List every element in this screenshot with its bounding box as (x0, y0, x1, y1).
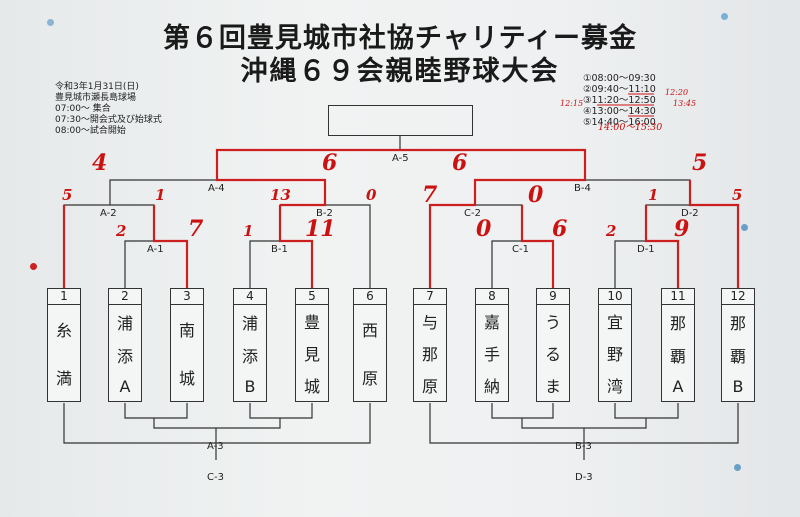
team-box-7: 7 与那原 (413, 288, 447, 402)
team-number: 10 (599, 289, 631, 305)
blue-pin-icon (734, 464, 741, 471)
score-a2-right: 1 (155, 186, 166, 204)
team-number: 4 (234, 289, 266, 305)
info-gather: 07:00〜 集合 (55, 104, 111, 114)
blue-pin-icon (721, 13, 728, 20)
score-a1-right: 7 (188, 216, 204, 242)
team-name: 豊見城 (303, 313, 320, 396)
note-right-4: 13:45 (673, 99, 697, 108)
info-opening: 07:30〜開会式及び始球式 (55, 115, 162, 125)
team-name: 糸満 (55, 321, 72, 388)
team-number: 5 (296, 289, 328, 305)
team-name: 西原 (361, 321, 378, 388)
info-date: 令和3年1月31日(日) (55, 82, 139, 92)
team-box-8: 8 嘉手納 (475, 288, 509, 402)
match-d1-label: D-1 (637, 244, 655, 255)
score-b4-left: 6 (452, 150, 468, 176)
team-number: 12 (722, 289, 754, 305)
team-number: 8 (476, 289, 508, 305)
score-a4-right: 6 (322, 150, 338, 176)
team-number: 1 (48, 289, 80, 305)
score-c2-right: 0 (528, 182, 544, 208)
info-start: 08:00〜試合開始 (55, 126, 126, 136)
team-box-6: 6 西原 (353, 288, 387, 402)
note-left: 12:15 (560, 99, 584, 108)
score-d2-right: 5 (732, 186, 743, 204)
match-d3-label: D-3 (575, 472, 593, 483)
team-number: 9 (537, 289, 569, 305)
match-d2-label: D-2 (681, 208, 699, 219)
score-b2-left: 13 (270, 186, 291, 204)
team-name: うるま (544, 313, 561, 396)
team-box-10: 10 宜野湾 (598, 288, 632, 402)
match-b1-label: B-1 (271, 244, 288, 255)
score-a1-left: 2 (116, 222, 127, 240)
match-c1-label: C-1 (512, 244, 529, 255)
blue-pin-icon (47, 19, 54, 26)
team-number: 3 (171, 289, 203, 305)
score-c1-left: 0 (476, 216, 492, 242)
team-name: 嘉手納 (483, 313, 500, 396)
team-box-3: 3 南城 (170, 288, 204, 402)
team-number: 6 (354, 289, 386, 305)
score-b1-left: 1 (243, 222, 254, 240)
schedule-5: ⑤14:40〜16:00 (583, 117, 656, 128)
match-a3-label: A-3 (207, 441, 224, 452)
score-d1-left: 2 (606, 222, 617, 240)
info-venue: 豊見城市瀬長島球場 (55, 93, 137, 103)
team-name: 与那原 (421, 313, 438, 396)
team-number: 2 (109, 289, 141, 305)
match-b4-label: B-4 (574, 183, 591, 194)
event-info: 令和3年1月31日(日) 豊見城市瀬長島球場 07:00〜 集合 07:30〜開… (55, 82, 162, 137)
match-a4-label: A-4 (208, 183, 225, 194)
match-b3-label: B-3 (575, 441, 592, 452)
match-a2-label: A-2 (100, 208, 117, 219)
score-a2-left: 5 (62, 186, 73, 204)
score-b2-right: 0 (366, 186, 377, 204)
match-c3-label: C-3 (207, 472, 224, 483)
title-line-2: 沖縄６９会親睦野球大会 (240, 56, 560, 87)
schedule-2: ②09:40〜11:10 (583, 84, 656, 95)
score-d2-left: 1 (648, 186, 659, 204)
team-name: 宜野湾 (606, 313, 623, 396)
team-number: 11 (662, 289, 694, 305)
title-line-1: 第６回豊見城市社協チャリティー募金 (162, 23, 638, 54)
match-a1-label: A-1 (147, 244, 164, 255)
score-b4-right: 5 (692, 150, 708, 176)
team-box-5: 5 豊見城 (295, 288, 329, 402)
score-d1-right: 9 (674, 216, 690, 242)
team-number: 7 (414, 289, 446, 305)
team-name: 南城 (178, 321, 195, 388)
note-right-3: 12:20 (665, 88, 689, 97)
team-box-9: 9 うるま (536, 288, 570, 402)
score-c1-right: 6 (552, 216, 568, 242)
schedule-1: ①08:00〜09:30 (583, 73, 656, 84)
game-schedule: ①08:00〜09:30 ②09:40〜11:10 ③11:20〜12:50 ④… (583, 73, 656, 128)
schedule-4: ④13:00〜14:30 (583, 106, 656, 117)
score-b1-right: 11 (305, 216, 336, 242)
match-a5-label: A-5 (392, 153, 409, 164)
match-c2-label: C-2 (464, 208, 481, 219)
red-pin-icon (30, 263, 37, 270)
note-line-5: 14:00〜15:30 (598, 122, 663, 133)
champion-box (328, 105, 473, 136)
match-b2-label: B-2 (316, 208, 333, 219)
schedule-3: ③11:20〜12:50 (583, 95, 656, 106)
team-box-1: 1 糸満 (47, 288, 81, 402)
score-a4-left: 4 (92, 150, 108, 176)
blue-pin-icon (741, 224, 748, 231)
score-c2-left: 7 (422, 182, 438, 208)
